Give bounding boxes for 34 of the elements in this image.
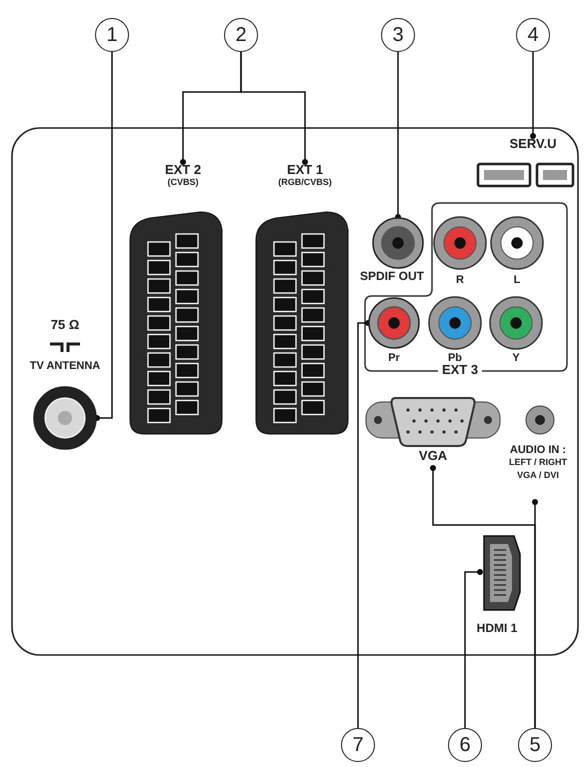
port-label: SERV.U (508, 136, 558, 151)
callout-number: 7 (341, 728, 375, 762)
rca-jack-icon (372, 217, 424, 269)
port-label: VGA (418, 448, 448, 463)
port-label: (CVBS) (166, 177, 200, 187)
leader-line (395, 52, 401, 220)
callout-number: 4 (516, 18, 550, 52)
leader-line (94, 52, 113, 421)
port-label: 75 Ω (50, 318, 80, 333)
port-label: HDMI 1 (476, 622, 518, 636)
callout-number: 2 (224, 18, 258, 52)
port-label: TV ANTENNA (30, 360, 100, 373)
leader-line (357, 320, 371, 728)
port-label: AUDIO IN : (508, 444, 568, 456)
port-label: (RGB/CVBS) (277, 177, 333, 187)
leader-line (240, 52, 308, 165)
port-label: SPDIF OUT (360, 270, 424, 284)
callout-number: 1 (95, 18, 129, 52)
port-label: Pb (448, 352, 462, 365)
leader-line (530, 52, 536, 139)
callout-number: 6 (448, 728, 482, 762)
port-label: EXT 1 (286, 162, 324, 177)
leader-line (532, 499, 538, 728)
rca-jack-icon (368, 297, 420, 349)
port-label: L (514, 274, 520, 287)
callout-number: 3 (381, 18, 415, 52)
callout-number: 5 (518, 728, 552, 762)
port-label: Pr (388, 352, 400, 365)
port-label: EXT 2 (164, 162, 202, 177)
leader-line (464, 569, 483, 728)
port-label: LEFT / RIGHT VGA / DVI (508, 456, 568, 482)
port-label: Y (512, 352, 520, 365)
coaxial-jack-icon (33, 386, 97, 450)
port-label: R (456, 274, 464, 287)
